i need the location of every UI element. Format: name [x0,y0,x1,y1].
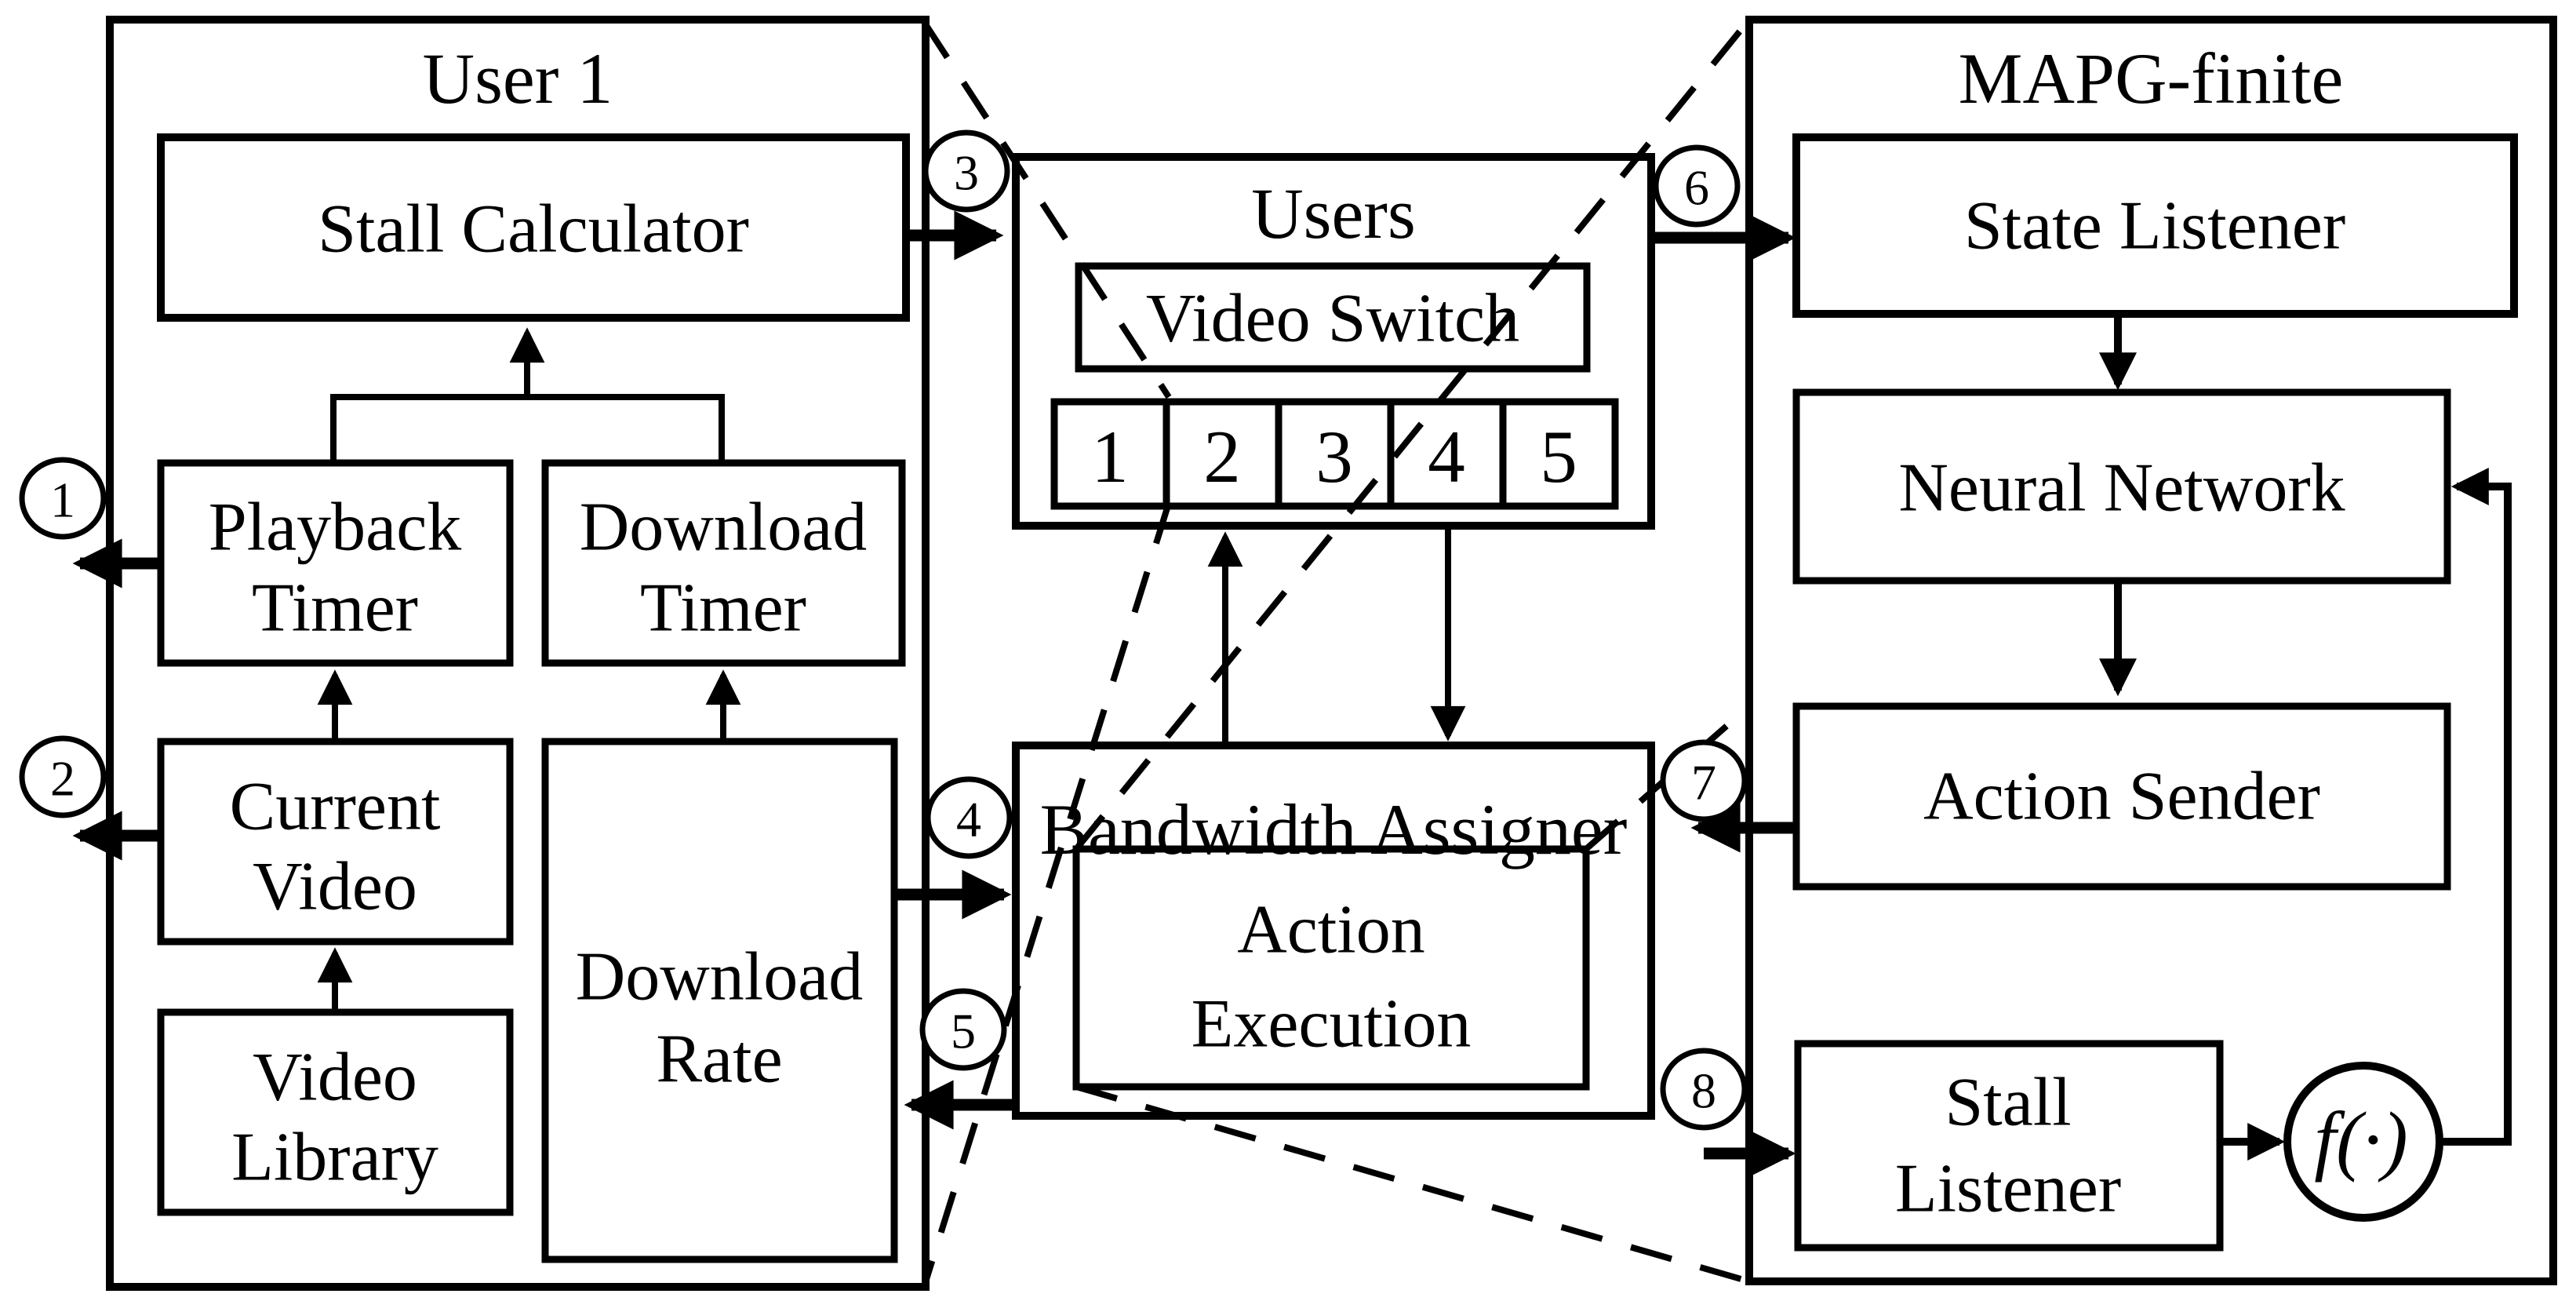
badge-circle-3 [922,129,1010,213]
download-timer-label-line2: Timer [640,570,806,647]
dashed-link-user1-top-to-cell1 [921,20,1172,399]
user1-box [106,16,930,1291]
badge-circle-2 [19,735,107,818]
badge-circle-4 [925,776,1013,859]
arrow-reward-feedback-to-neural-network [2440,467,2512,1146]
video-library-label-line2: Library [231,1120,438,1196]
playback-timer-label-line2: Timer [252,570,418,647]
dashed-link-cell1-to-user1-bottom [921,501,1172,1288]
badge-label-1: 1 [50,472,75,528]
playback-timer-label-line1: Playback [209,490,462,566]
numbered-arrows [72,210,1796,1179]
step-badges: 1 2 3 4 5 6 7 8 [19,129,1748,1131]
users-title: Users [1251,173,1416,253]
mapg-box [1745,16,2557,1285]
bandwidth-assigner-box [1012,742,1655,1120]
badge-label-2: 2 [50,751,75,807]
current-video-label-line2: Video [253,849,417,925]
badge-label-6: 6 [1684,160,1709,216]
action-execution-label-line2: Execution [1192,986,1472,1062]
user-cell-label-2: 2 [1203,415,1241,498]
download-rate-label-line1: Download [576,939,864,1015]
action-execution-box [1072,845,1590,1091]
stall-calculator-label: Stall Calculator [318,191,749,268]
video-switch-label: Video Switch [1146,281,1519,357]
badge-circle-5 [919,988,1007,1071]
user-cell-5 [1499,398,1619,510]
bandwidth-assigner-group: Bandwidth Assigner Action Execution [1012,526,1655,1120]
badge-label-8: 8 [1691,1063,1716,1119]
video-library-box [157,1008,514,1216]
badge-circle-8 [1660,1048,1748,1131]
reward-function-label: f(·) [2314,1096,2407,1183]
stall-calculator-box [157,133,910,322]
download-rate-box [541,738,898,1263]
download-timer-box [541,459,906,667]
badge-label-7: 7 [1691,755,1716,811]
download-timer-label-line1: Download [580,490,868,566]
current-video-label-line1: Current [230,769,441,845]
badge-circle-1 [19,457,107,540]
stall-listener-label-line2: Listener [1895,1151,2121,1227]
dashed-link-action-execution-to-mapg-bottom [1075,1084,1751,1285]
user-cell-label-5: 5 [1540,415,1577,498]
mapg-group: MAPG-finite State Listener Neural Networ… [1745,16,2557,1285]
badge-label-4: 4 [956,792,981,847]
mapg-title: MAPG-finite [1959,38,2344,118]
video-library-label-line1: Video [253,1040,417,1116]
user1-title: User 1 [423,38,613,118]
users-box [1012,153,1655,530]
badge-circle-7 [1660,739,1748,822]
user-cell-label-4: 4 [1428,415,1465,498]
state-listener-label: State Listener [1964,188,2345,264]
badge-label-5: 5 [951,1004,976,1059]
download-rate-label-line2: Rate [656,1022,782,1098]
user-cell-label-1: 1 [1091,415,1129,498]
state-listener-box [1792,133,2518,318]
action-execution-label-line1: Action [1237,892,1425,968]
action-sender-label: Action Sender [1923,759,2320,835]
user-cells-row: 1 2 3 4 5 [1050,398,1619,510]
user1-group: User 1 Stall Calculator Playback Timer D… [106,16,930,1291]
users-group: Users Video Switch 1 2 3 4 5 [1012,153,1655,530]
badge-circle-6 [1653,144,1741,228]
action-sender-box [1792,702,2451,891]
video-switch-box [1075,262,1591,373]
bandwidth-assigner-title: Bandwidth Assigner [1040,789,1628,869]
user-cell-label-3: 3 [1315,415,1353,498]
stall-listener-label-line1: Stall [1945,1065,2071,1141]
neural-network-label: Neural Network [1898,450,2345,527]
badge-label-3: 3 [954,145,979,201]
